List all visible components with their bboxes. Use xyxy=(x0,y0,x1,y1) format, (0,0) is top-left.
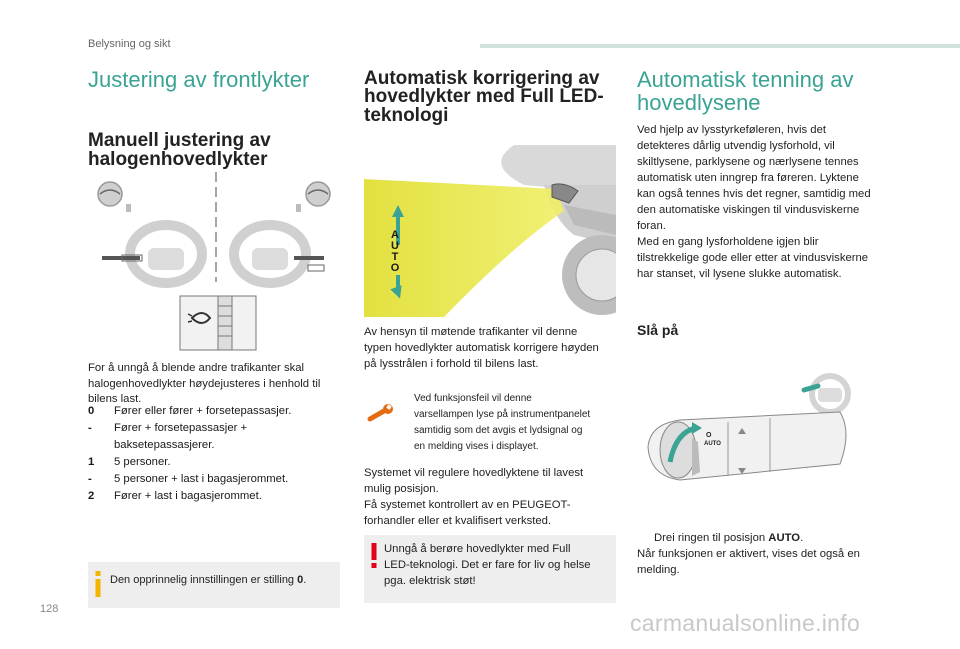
dashboard-icon-right xyxy=(296,181,331,212)
col1-intro-line2: halogenhovedlykter høydejusteres i henho… xyxy=(88,378,321,390)
dashboard-icon-left xyxy=(97,181,131,212)
col2-para2-line1: Systemet vil regulere hovedlyktene til l… xyxy=(364,467,584,479)
col2-para1-line1: Av hensyn til møtende trafikanter vil de… xyxy=(364,326,578,338)
warning-text-line2: varsellampen lyse på instrumentpanelet xyxy=(414,409,591,420)
caution-text-line2: LED-teknologi. Det er fare for liv og he… xyxy=(384,559,591,571)
wrench-warning-icon xyxy=(367,404,393,422)
col3-title-line2: hovedlysene xyxy=(637,90,761,115)
info-note-box: Den opprinnelig innstillingen er stillin… xyxy=(88,562,340,608)
col1-subtitle-line2: halogenhovedlykter xyxy=(88,149,268,170)
col2-para1-line2: typen hovedlykter automatisk korrigere h… xyxy=(364,342,599,354)
warning-text-line3: samtidig som det avgis et lydsignal og xyxy=(414,425,583,436)
headlamp-beam xyxy=(364,179,564,317)
header-bar xyxy=(480,44,960,48)
stalk-auto-label: AUTO xyxy=(704,441,721,447)
steering-wheel-icon xyxy=(801,373,851,415)
col2-para2-line3: Få systemet kontrollert av en PEUGEOT- xyxy=(364,499,571,511)
step-instruction: Drei ringen til posisjon AUTO. xyxy=(654,532,804,544)
col2-para2-line2: mulig posisjon. xyxy=(364,483,439,495)
col2-para1-line3: på lysstrålen i forhold til bilens last. xyxy=(364,358,539,370)
caution-note-box: Unngå å berøre hovedlykter med Full LED-… xyxy=(364,535,616,603)
list-item: -Fører + forsetepassasjer + xyxy=(88,422,248,434)
light-stalk-illustration xyxy=(640,372,855,502)
col1-intro-line3: bilens last. xyxy=(88,393,142,405)
list-item-continuation: baksetepassasjerer. xyxy=(114,439,215,451)
col1-intro-line1: For å unngå å blende andre trafikanter s… xyxy=(88,362,305,374)
col2-para2-line4: forhandler eller et kvalifisert verksted… xyxy=(364,515,552,527)
headlamp-adjust-illustration xyxy=(88,172,348,352)
list-item: -5 personer + last i bagasjerommet. xyxy=(88,473,289,485)
watermark: carmanualsonline.info xyxy=(630,610,861,636)
steering-wheel-left-icon xyxy=(102,220,207,288)
height-adjust-thumbwheel-icon xyxy=(179,295,257,351)
col3-after-line2: melding. xyxy=(637,564,680,576)
col3-subtitle: Slå på xyxy=(637,322,679,338)
auto-vertical-label: A U T O xyxy=(390,229,400,274)
stalk-o-label: O xyxy=(706,432,712,439)
exclamation-caution-icon xyxy=(371,543,377,568)
light-control-stalk-icon xyxy=(647,411,847,481)
info-icon xyxy=(95,571,101,597)
col3-paragraph: Ved hjelp av lysstyrkeføleren, hvis det … xyxy=(637,124,871,280)
steering-wheel-right-icon xyxy=(229,220,325,288)
section-header: Belysning og sikt xyxy=(88,38,171,50)
col1-title: Justering av frontlykter xyxy=(88,67,310,92)
col2-title-line3: teknologi xyxy=(364,105,449,126)
caution-text-line1: Unngå å berøre hovedlykter med Full xyxy=(384,543,571,555)
col2-title-line2: hovedlykter med Full LED- xyxy=(364,86,604,107)
col2-title-line1: Automatisk korrigering av xyxy=(364,68,600,89)
caution-text-line3: pga. elektrisk støt! xyxy=(384,575,476,587)
col3-title-line1: Automatisk tenning av xyxy=(637,67,854,92)
led-headlamp-illustration xyxy=(364,145,616,317)
info-note-text: Den opprinnelig innstillingen er stillin… xyxy=(110,574,307,586)
warning-text-line4: en melding vises i displayet. xyxy=(414,441,539,452)
warning-text-line1: Ved funksjonsfeil vil denne xyxy=(414,393,532,404)
page-number: 128 xyxy=(40,603,59,615)
col1-subtitle-line1: Manuell justering av xyxy=(88,130,271,151)
col3-after-line1: Når funksjonen er aktivert, vises det og… xyxy=(637,548,860,560)
